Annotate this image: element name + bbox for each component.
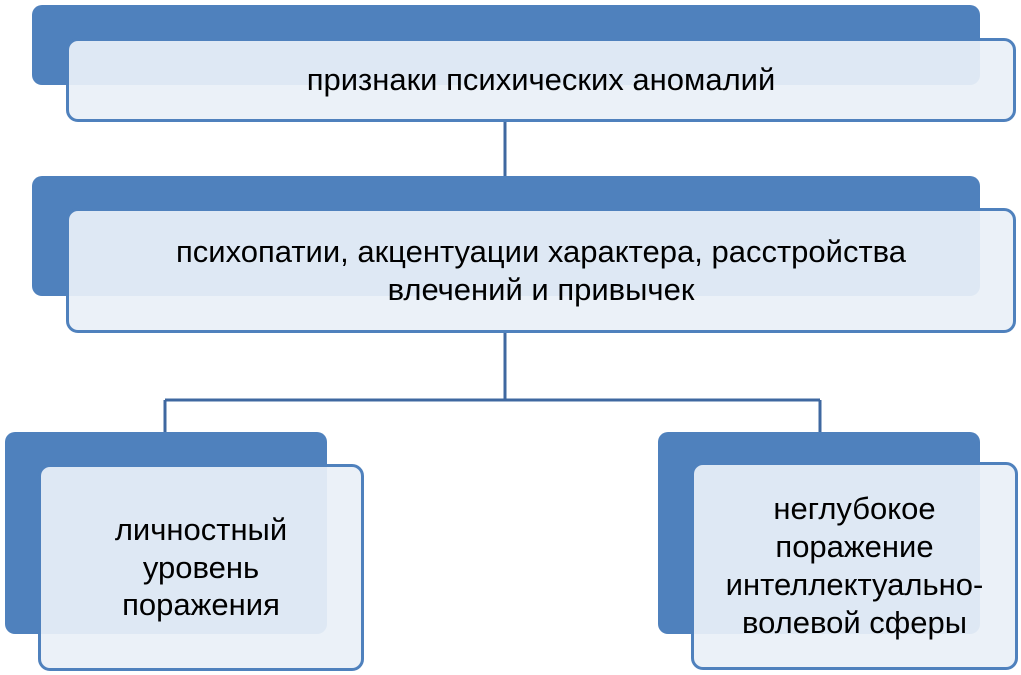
left-node-label: личностный уровень поражения	[114, 511, 288, 623]
right-node-label: неглубокое поражение интеллектуально-вол…	[725, 491, 984, 640]
root-node-label: признаки психических аномалий	[306, 62, 776, 98]
root-node: признаки психических аномалий	[66, 38, 1016, 122]
right-node: неглубокое поражение интеллектуально-вол…	[691, 462, 1018, 670]
middle-node: психопатии, акцентуации характера, расст…	[66, 208, 1016, 333]
middle-node-label: психопатии, акцентуации характера, расст…	[175, 233, 907, 307]
left-node: личностный уровень поражения	[38, 464, 364, 671]
